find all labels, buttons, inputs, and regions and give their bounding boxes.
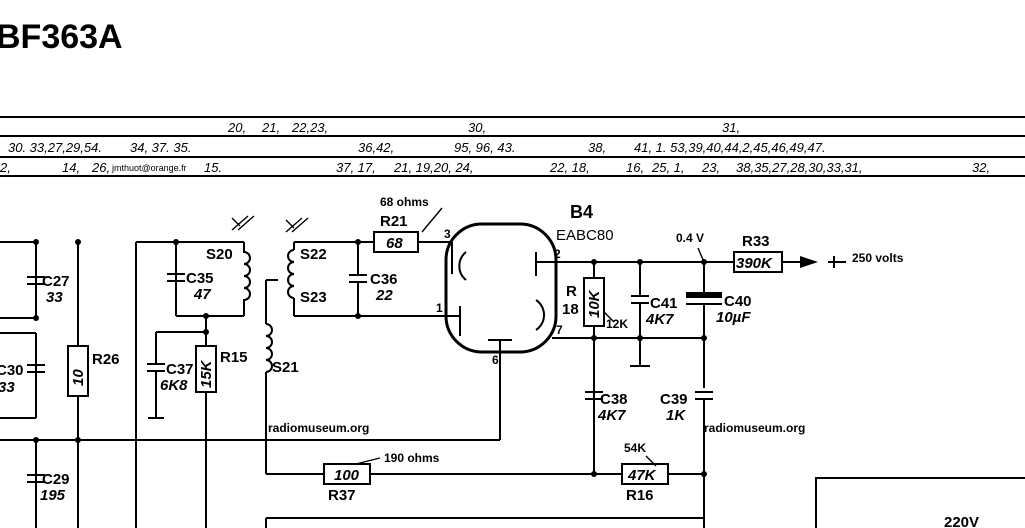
c27-label: C27 <box>42 273 70 290</box>
strip-r2-5: 41, 1. 53,39,40,44,2,45,46,49,47. <box>634 140 826 155</box>
r37-note: 190 ohms <box>384 451 440 465</box>
c39-value: 1K <box>666 407 686 424</box>
c35-label: C35 <box>186 270 214 287</box>
voltage-label: 0.4 V <box>676 231 704 245</box>
r15-label: R15 <box>220 349 248 366</box>
tube-b4: B4 EABC80 3 2 1 7 6 <box>436 202 614 440</box>
strip-r3-12: 32, <box>972 160 990 175</box>
mains-label: 220V <box>944 514 979 528</box>
r33-value: 390K <box>736 255 773 272</box>
c41-label: C41 <box>650 295 678 312</box>
strip-r1-1: 21, <box>261 120 280 135</box>
r16-note: 54K <box>624 441 646 455</box>
pin-2: 2 <box>554 247 561 261</box>
r18-label: R <box>566 283 577 300</box>
r37-label: R37 <box>328 487 356 504</box>
s22-label: S22 <box>300 246 327 263</box>
strip-r3-0: 2, <box>0 160 11 175</box>
s22-section: S22 S23 C36 22 S21 <box>265 217 446 475</box>
strip-r2-4: 38, <box>588 140 606 155</box>
strip-r3-2: 26, <box>91 160 110 175</box>
s20-section: C35 47 S20 15K R15 C37 6K8 <box>135 215 255 528</box>
c30-value: 33 <box>0 379 15 396</box>
s23-label: S23 <box>300 289 327 306</box>
strip-r2-0: 30. 33,27,29,54. <box>8 140 102 155</box>
c29-label: C29 <box>42 471 70 488</box>
strip-r3-11: 38,35,27,28,30,33,31, <box>736 160 863 175</box>
c38-value: 4K7 <box>597 407 626 424</box>
page-title: BF363A <box>0 18 123 56</box>
watermark-right: radiomuseum.org <box>704 421 805 435</box>
strip-r3-9: 25, 1, <box>651 160 685 175</box>
r18-value: 10K <box>586 289 603 318</box>
c35-value: 47 <box>193 286 211 303</box>
c39-label: C39 <box>660 391 688 408</box>
r26-label: R26 <box>92 351 120 368</box>
r16-label: R16 <box>626 487 654 504</box>
r37-value: 100 <box>334 467 360 484</box>
r15-value: 15K <box>198 359 215 388</box>
tube-name: B4 <box>570 202 593 222</box>
r33-label: R33 <box>742 233 770 250</box>
bottom-section: C38 4K7 C39 1K 100 R37 190 ohms 47K R16 … <box>265 391 1025 528</box>
c38-label: C38 <box>600 391 628 408</box>
c29-value: 195 <box>40 487 66 504</box>
strip-r3-1: 14, <box>62 160 80 175</box>
strip-r1-3: 30, <box>468 120 486 135</box>
strip-r1-0: 20, <box>227 120 246 135</box>
pin-1: 1 <box>436 301 443 315</box>
r21-value: 68 <box>386 235 403 252</box>
pin-6: 6 <box>492 353 499 367</box>
strip-r1-4: 31, <box>722 120 740 135</box>
c27-value: 33 <box>46 289 63 306</box>
strip-r2-2: 36,42, <box>358 140 394 155</box>
plate-section: 10K R 18 12K C41 4K7 C40 10µF 0.4 V 390K… <box>562 231 904 474</box>
s20-coil <box>243 242 251 316</box>
pin-7: 7 <box>556 323 563 337</box>
r21-note: 68 ohms <box>380 195 429 209</box>
c37-value: 6K8 <box>160 377 188 394</box>
strip-r3-10: 23, <box>701 160 720 175</box>
c40-value: 10µF <box>716 309 751 326</box>
r26-value: 10 <box>70 369 87 386</box>
c36-label: C36 <box>370 271 398 288</box>
strip-r1-2: 22,23, <box>291 120 328 135</box>
strip-r2-3: 95, 96, 43. <box>454 140 515 155</box>
strip-r3-7: 22, 18, <box>549 160 590 175</box>
c36-value: 22 <box>375 287 393 304</box>
strip-r3-6: 21, 19,20, 24, <box>393 160 474 175</box>
c37-label: C37 <box>166 361 194 378</box>
s21-coil <box>265 323 273 373</box>
email-note: jmthuot@orange.fr <box>111 163 187 173</box>
s22-coil <box>287 249 295 299</box>
r21-label: R21 <box>380 213 408 230</box>
s20-label: S20 <box>206 246 233 263</box>
r18-note: 12K <box>606 317 628 331</box>
s21-label: S21 <box>272 359 299 376</box>
c40-label: C40 <box>724 293 752 310</box>
watermark-left: radiomuseum.org <box>268 421 369 435</box>
c30-label: C30 <box>0 362 24 379</box>
pin-3: 3 <box>444 227 451 241</box>
c41-value: 4K7 <box>645 311 674 328</box>
strip-r2-1: 34, 37. 35. <box>130 140 191 155</box>
reference-strip: 20, 21, 22,23, 30, 31, 30. 33,27,29,54. … <box>0 116 1025 177</box>
r18-num: 18 <box>562 301 579 318</box>
r21-resistor: 68 R21 68 ohms <box>373 195 452 253</box>
strip-r3-8: 16, <box>626 160 644 175</box>
r16-value: 47K <box>627 467 657 484</box>
strip-r3-4: 15. <box>204 160 222 175</box>
tube-type: EABC80 <box>556 227 614 244</box>
r33-note: 250 volts <box>852 251 904 265</box>
strip-r3-5: 37, 17, <box>336 160 376 175</box>
left-section: C27 33 C30 33 10 R26 C29 195 <box>0 239 500 528</box>
